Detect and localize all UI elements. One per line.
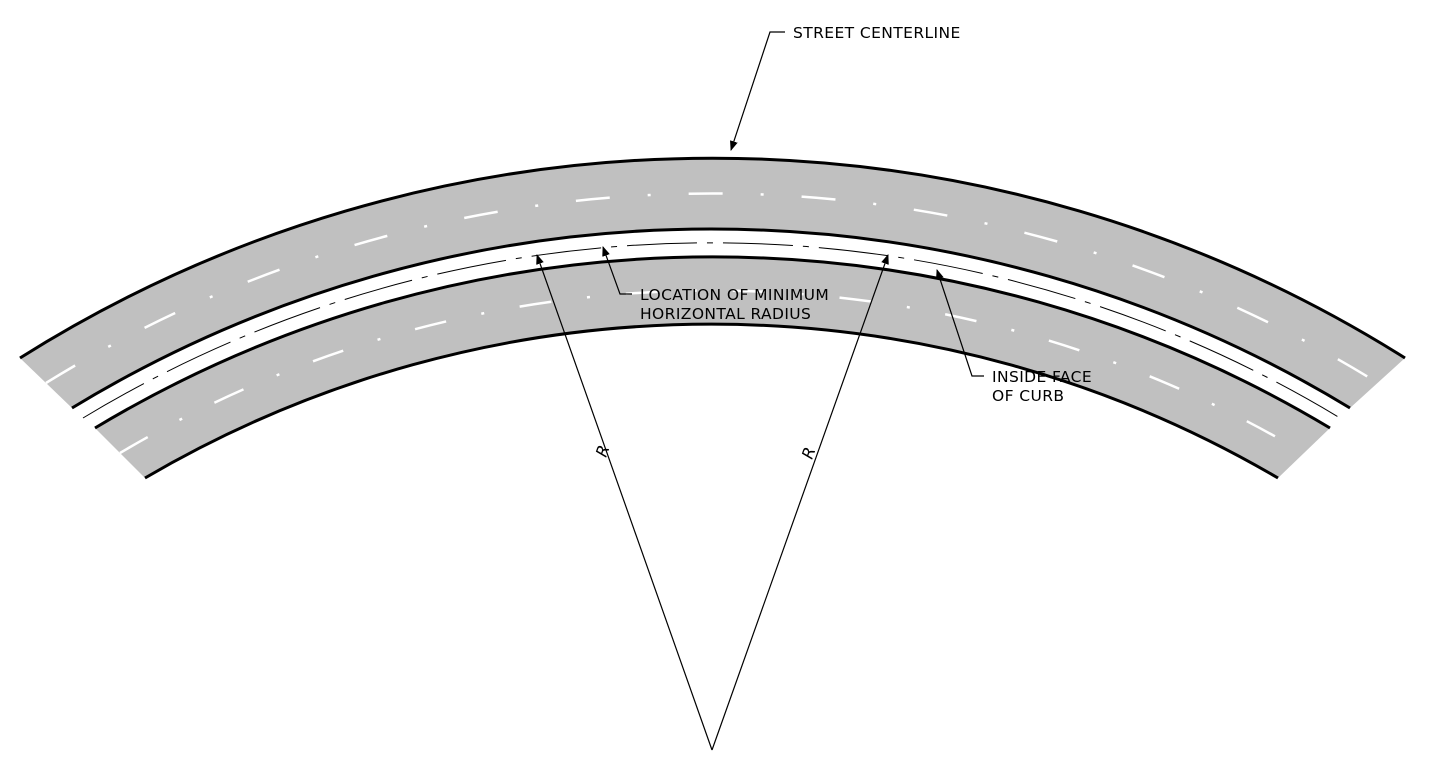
inside-face-of-curb <box>144 322 1279 480</box>
min-radius-label-line1: LOCATION OF MINIMUM <box>640 286 829 304</box>
min-radius-leader <box>602 246 632 295</box>
radius-label-right: R <box>798 445 820 462</box>
street-centerline <box>82 242 1341 419</box>
inner-roadway <box>95 256 1330 478</box>
outer-roadway <box>20 158 1405 408</box>
outer-lane-marking <box>45 192 1379 385</box>
median-edge-inner <box>94 255 1331 430</box>
street-centerline-leader <box>730 31 785 151</box>
radius-line-left <box>536 254 713 751</box>
curb-label-line2: OF CURB <box>992 387 1064 405</box>
street-centerline-label: STREET CENTERLINE <box>793 24 961 42</box>
radius-line-right <box>711 254 889 751</box>
curb-label-line1: INSIDE FACE <box>992 368 1092 386</box>
min-radius-label-line2: HORIZONTAL RADIUS <box>640 305 811 323</box>
curb-leader <box>936 269 984 377</box>
radius-label-left: R <box>592 443 614 460</box>
median-edge-outer <box>71 227 1351 410</box>
outer-edge-line <box>19 156 1406 360</box>
